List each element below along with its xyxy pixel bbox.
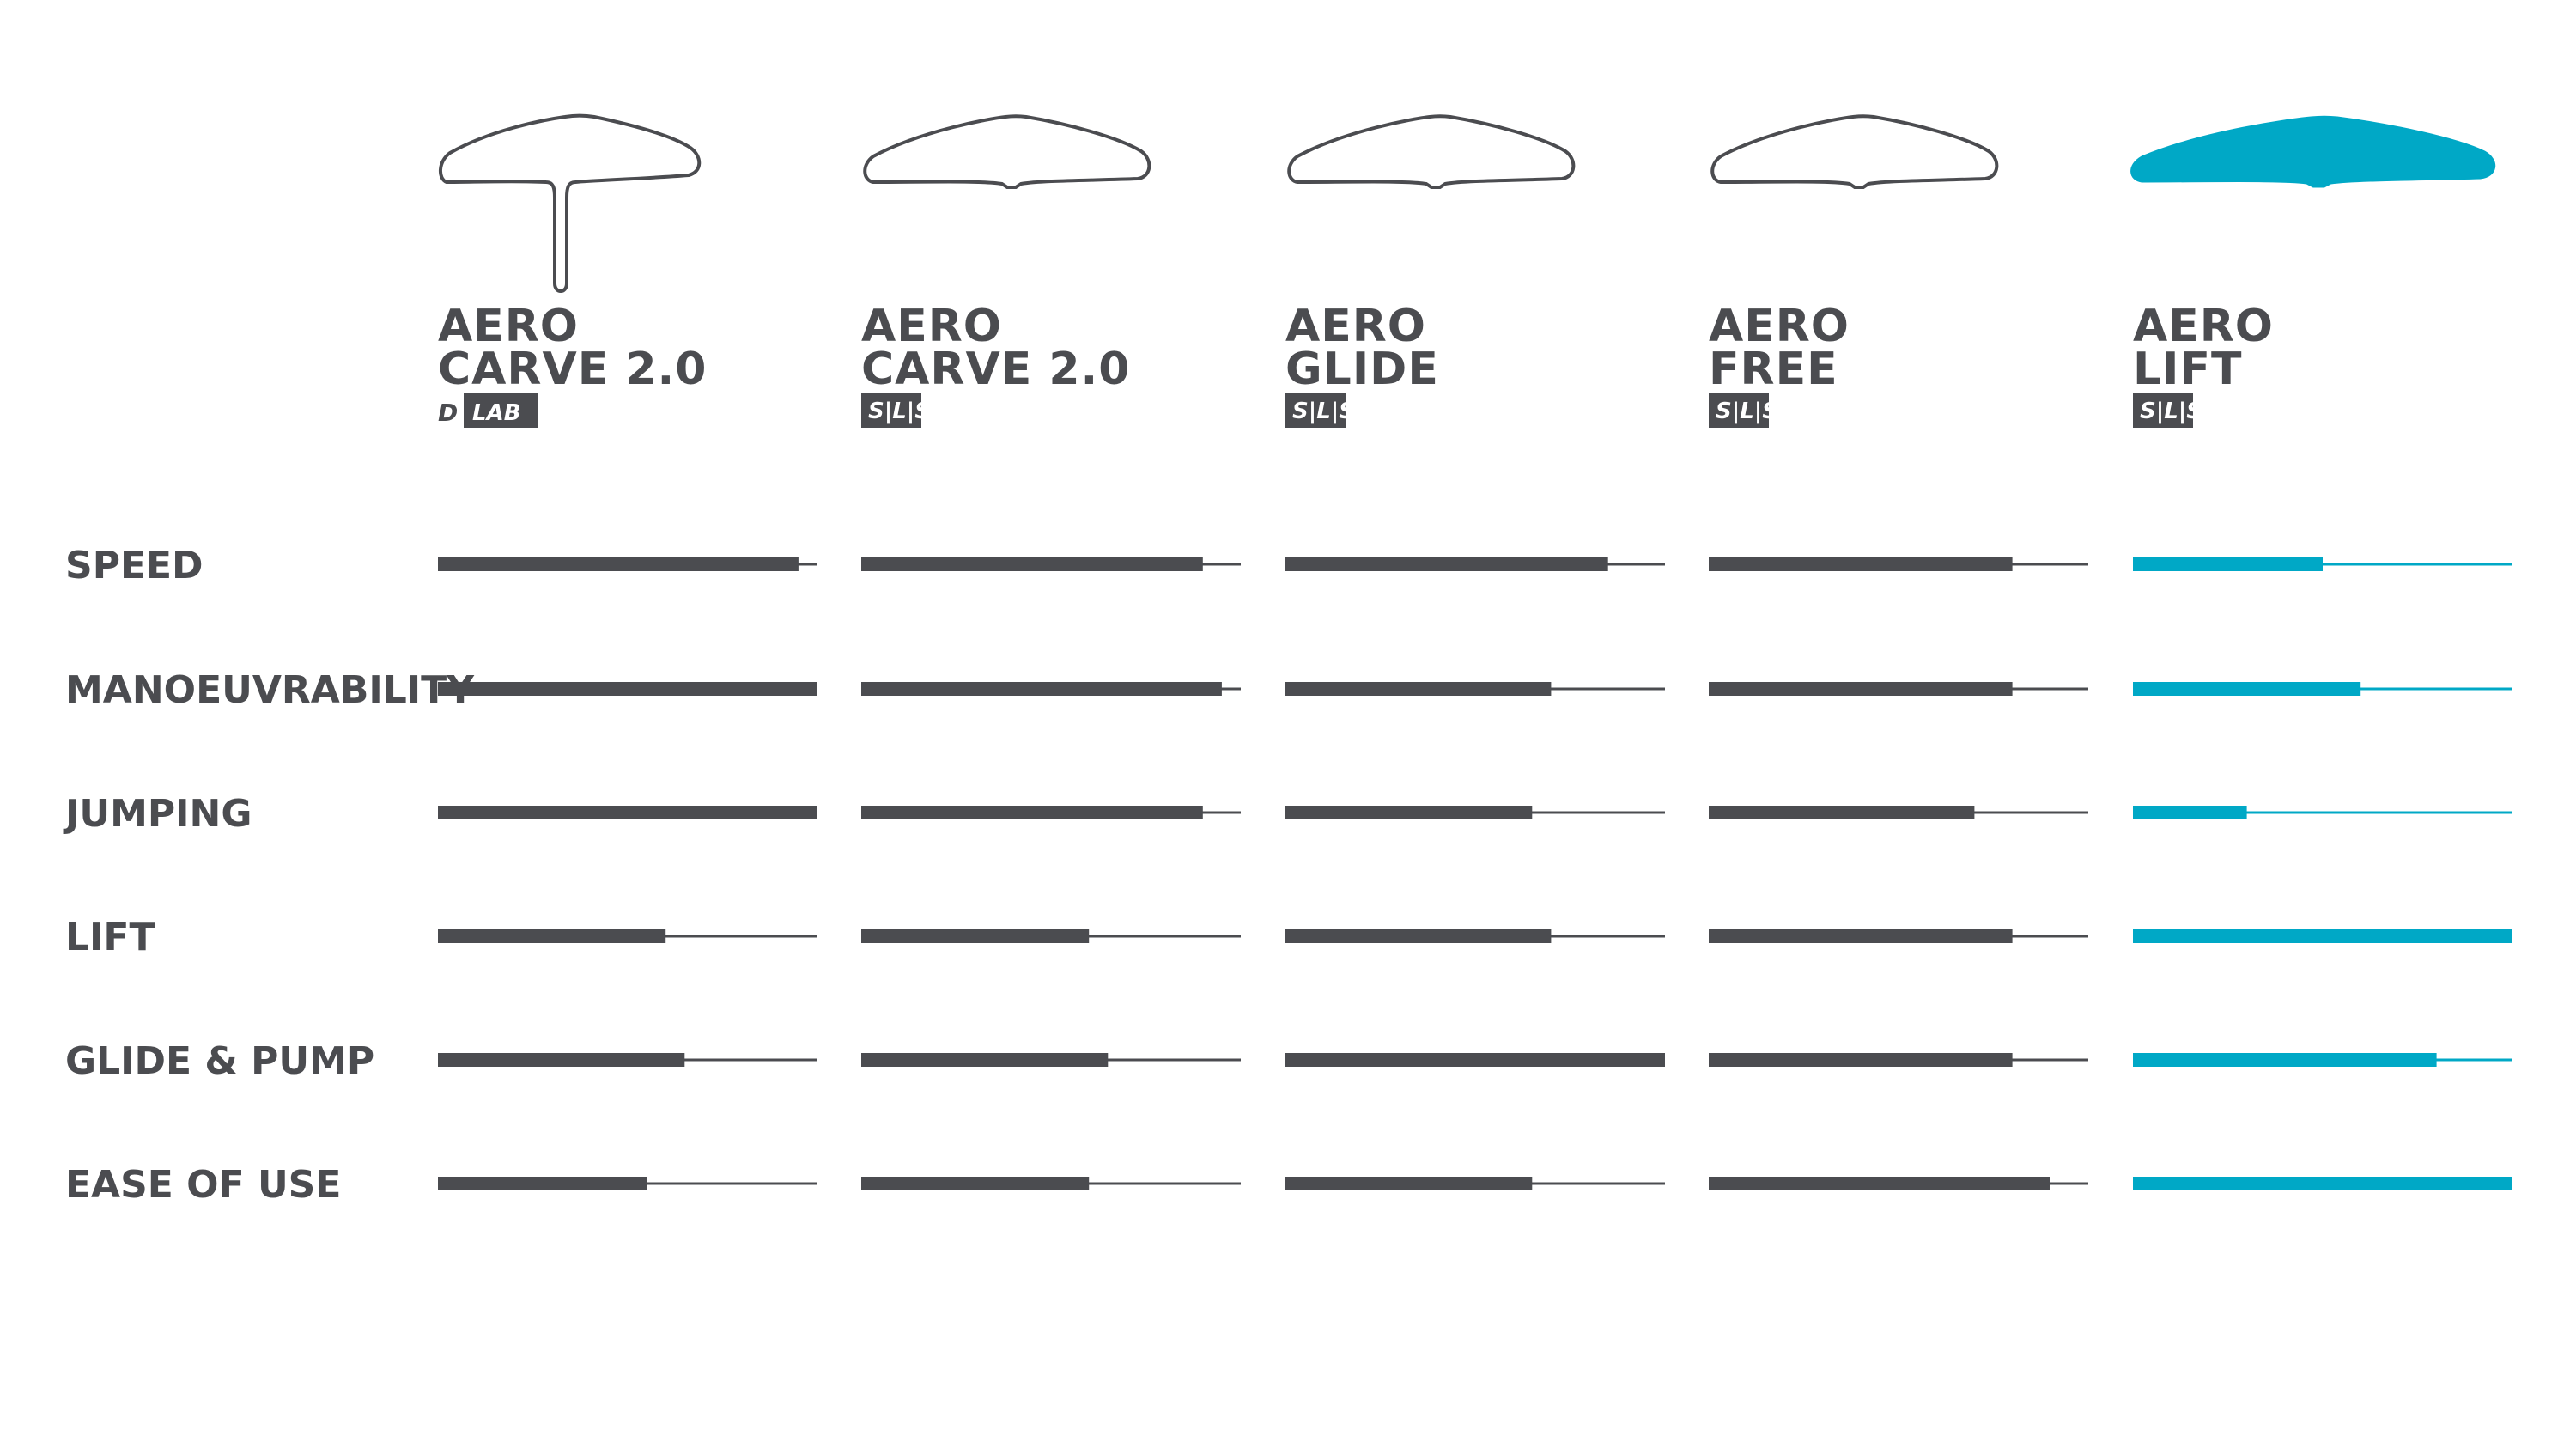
product-name-line-2-1: AERO [861,301,1002,352]
badge-text-2: S|L|S [868,399,931,424]
bar-4-3 [1709,806,1975,819]
wing-shape [1710,114,1999,189]
bar-4-2 [1709,682,2013,696]
bar-2-2 [861,682,1222,696]
bar-5-3 [2133,806,2247,819]
product-name-line-2-2: CARVE 2.0 [861,344,1130,395]
bar-3-5 [1285,1053,1665,1067]
badge-prefix-1: D [438,399,458,427]
bar-4-1 [1709,557,2013,571]
product-name-line-3-1: AERO [1285,301,1426,352]
wing-outline-icon-3 [1287,114,1576,189]
row-label-manoeuvrability: MANOEUVRABILITY [65,668,475,712]
mast-wing-icon-1 [439,113,702,293]
bar-4-5 [1709,1053,2013,1067]
badge-bg-3 [1285,393,1346,428]
badge-text-5: S|L|S [2140,399,2202,424]
badge-text-3: S|L|S [1292,399,1355,424]
bar-1-2 [438,682,817,696]
bar-4-6 [1709,1177,2050,1190]
wing-filled-icon-5 [2130,115,2496,188]
product-name-line-5-2: LIFT [2133,344,2242,395]
wing-outline-icon-4 [1710,114,1999,189]
bar-1-6 [438,1177,647,1190]
row-label-lift: LIFT [65,916,155,959]
bar-2-1 [861,557,1203,571]
row-label-ease-of-use: EASE OF USE [65,1163,341,1207]
bar-2-6 [861,1177,1090,1190]
bar-5-1 [2133,557,2323,571]
product-name-line-4-2: FREE [1709,344,1838,395]
bar-5-5 [2133,1053,2437,1067]
bar-2-4 [861,929,1090,943]
badge-bg-2 [861,393,921,428]
bar-5-4 [2133,929,2512,943]
product-name-line-4-1: AERO [1709,301,1850,352]
bar-3-6 [1285,1177,1533,1190]
bar-3-2 [1285,682,1552,696]
wing-shape [863,114,1151,189]
bar-4-4 [1709,929,2013,943]
bar-3-1 [1285,557,1608,571]
wing-shape [439,113,702,293]
badge-text-1: LAB [472,400,521,426]
product-name-line-3-2: GLIDE [1285,344,1439,395]
bar-3-3 [1285,806,1533,819]
bar-2-5 [861,1053,1109,1067]
bar-1-1 [438,557,799,571]
bar-5-6 [2133,1177,2512,1190]
bar-1-4 [438,929,666,943]
row-label-jumping: JUMPING [63,792,252,836]
bar-1-5 [438,1053,685,1067]
row-label-glide-pump: GLIDE & PUMP [65,1039,374,1083]
wing-outline-icon-2 [863,114,1151,189]
badge-text-4: S|L|S [1716,399,1778,424]
bar-5-2 [2133,682,2361,696]
product-name-line-1-2: CARVE 2.0 [438,344,707,395]
wing-shape [2130,115,2496,188]
badge-bg-1 [464,393,538,428]
product-name-line-1-1: AERO [438,301,579,352]
product-name-line-5-1: AERO [2133,301,2274,352]
bar-3-4 [1285,929,1552,943]
badge-bg-4 [1709,393,1769,428]
bar-2-3 [861,806,1203,819]
wing-shape [1287,114,1576,189]
row-label-speed: SPEED [65,544,204,588]
bar-1-3 [438,806,817,819]
badge-bg-5 [2133,393,2193,428]
